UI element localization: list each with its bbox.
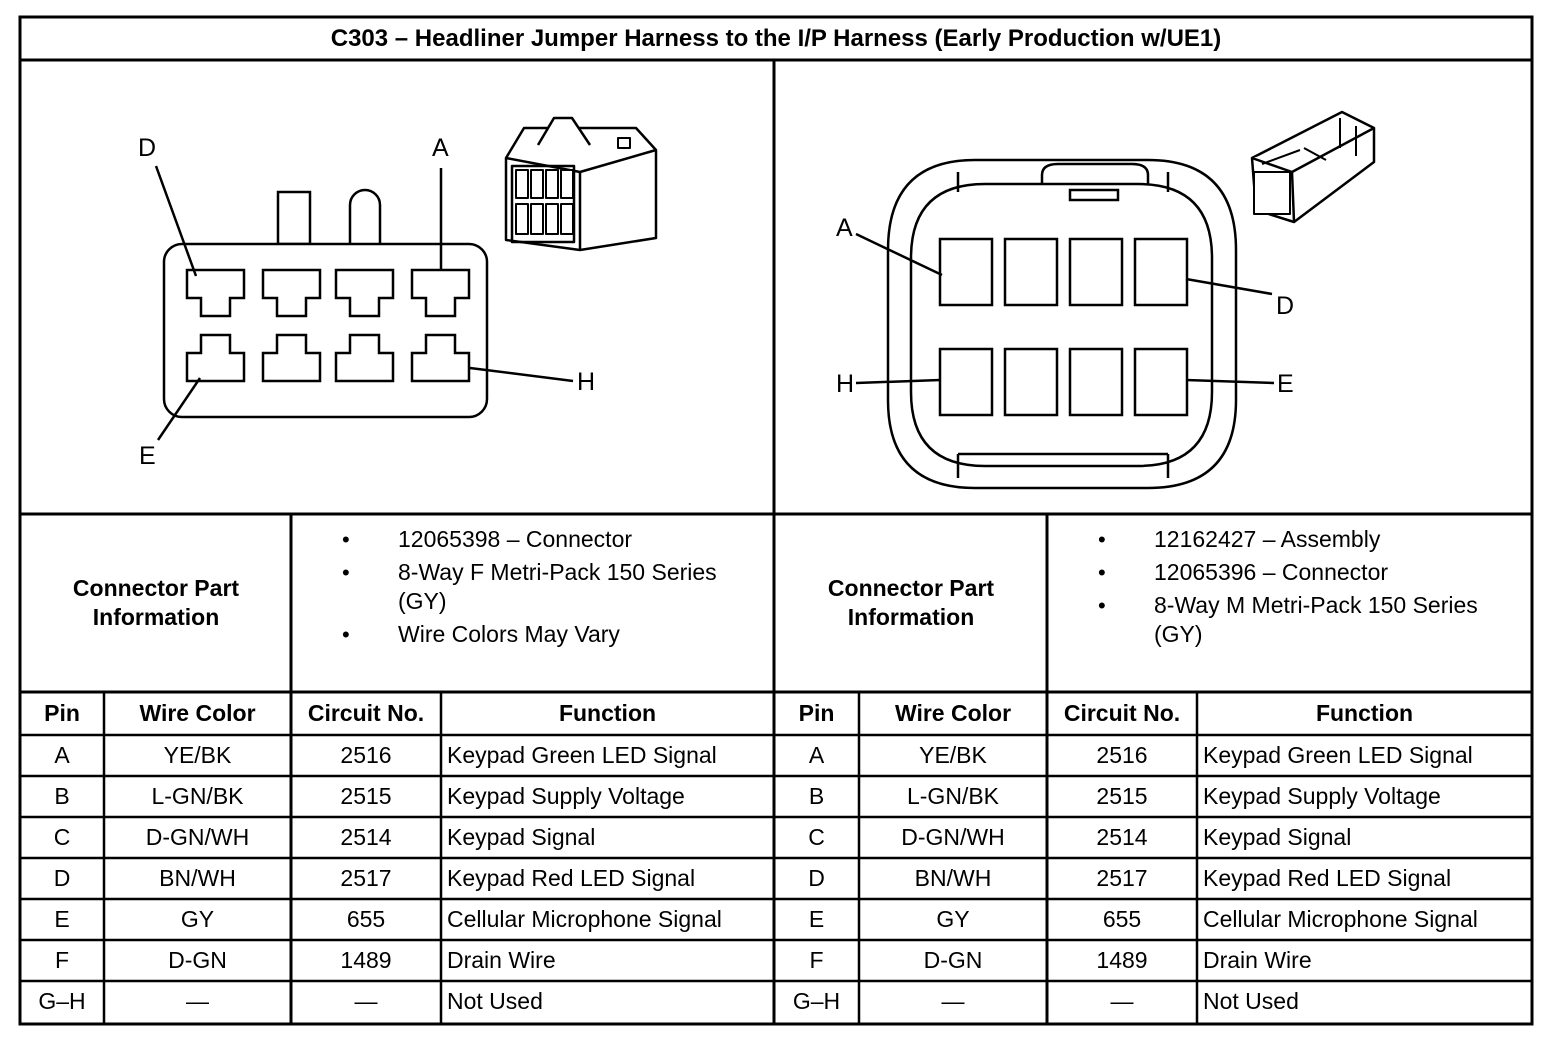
- right-pin-label-e: E: [1277, 370, 1294, 398]
- left-pin-label-d: D: [138, 134, 157, 162]
- right-header-circuit-no: Circuit No.: [1063, 700, 1181, 726]
- list-item: 8-Way M Metri-Pack 150 Series (GY): [1098, 591, 1518, 649]
- right-cell-wire-color: L-GN/BK: [906, 783, 1000, 809]
- right-cell-wire-color: —: [941, 988, 965, 1014]
- left-cell-circuit-no: 2515: [340, 783, 392, 809]
- list-item: 12162427 – Assembly: [1098, 525, 1518, 554]
- left-cell-function: Keypad Signal: [447, 824, 596, 850]
- list-item: 8-Way F Metri-Pack 150 Series (GY): [342, 558, 762, 616]
- left-cell-circuit-no: 655: [346, 906, 386, 932]
- left-cell-circuit-no: 1489: [340, 947, 392, 973]
- right-connector-3d: [1250, 110, 1376, 224]
- left-cell-circuit-no: 2514: [340, 824, 392, 850]
- right-cell-pin: G–H: [792, 988, 841, 1014]
- right-cell-function: Not Used: [1203, 988, 1299, 1014]
- left-cell-pin: E: [54, 906, 70, 932]
- right-cell-circuit-no: 2517: [1096, 865, 1148, 891]
- right-cell-function: Keypad Green LED Signal: [1203, 742, 1473, 768]
- right-header-wire-color: Wire Color: [894, 700, 1012, 726]
- left-cell-pin: C: [53, 824, 71, 850]
- left-cell-function: Drain Wire: [447, 947, 556, 973]
- left-top-cavities: [185, 268, 471, 318]
- page-title: C303 – Headliner Jumper Harness to the I…: [330, 25, 1222, 52]
- left-cell-wire-color: —: [186, 988, 209, 1014]
- left-cell-pin: G–H: [38, 988, 86, 1014]
- left-cell-wire-color: YE/BK: [163, 742, 232, 768]
- table-column-lines: [102, 692, 1199, 1024]
- left-header-pin: Pin: [44, 700, 80, 726]
- right-part-info-list: 12162427 – Assembly 12065396 – Connector…: [1098, 525, 1518, 649]
- list-item: 12065398 – Connector: [342, 525, 762, 554]
- left-pin-label-a: A: [432, 134, 449, 162]
- right-part-info-label: Connector Part Information: [827, 575, 995, 630]
- right-cell-circuit-no: —: [1110, 988, 1134, 1014]
- left-bottom-cavities: [185, 333, 471, 383]
- right-cell-wire-color: D-GN/WH: [901, 824, 1005, 850]
- right-cell-function: Cellular Microphone Signal: [1203, 906, 1478, 932]
- left-cell-wire-color: D-GN: [168, 947, 227, 973]
- right-cell-pin: F: [809, 947, 824, 973]
- right-cell-circuit-no: 2514: [1096, 824, 1148, 850]
- right-pin-label-d: D: [1276, 292, 1295, 320]
- list-item: Wire Colors May Vary: [342, 620, 762, 649]
- right-cell-pin: D: [808, 865, 825, 891]
- left-cell-circuit-no: 2516: [340, 742, 392, 768]
- table-row-lines: [20, 733, 1532, 983]
- right-cell-circuit-no: 655: [1102, 906, 1142, 932]
- right-cell-pin: B: [808, 783, 825, 809]
- left-cell-wire-color: BN/WH: [159, 865, 236, 891]
- left-part-info-list: 12065398 – Connector 8-Way F Metri-Pack …: [342, 525, 762, 649]
- right-cell-wire-color: D-GN: [923, 947, 983, 973]
- right-cell-pin: E: [808, 906, 825, 932]
- right-header-pin: Pin: [798, 700, 835, 726]
- left-cell-wire-color: GY: [180, 906, 215, 932]
- list-item: 12065396 – Connector: [1098, 558, 1518, 587]
- right-cell-pin: C: [808, 824, 825, 850]
- right-pin-label-a: A: [836, 214, 853, 242]
- right-header-function: Function: [1315, 700, 1414, 726]
- left-cell-pin: D: [53, 865, 71, 891]
- right-cell-circuit-no: 2516: [1096, 742, 1148, 768]
- left-pin-label-h: H: [577, 368, 596, 396]
- left-part-info-label: Connector Part Information: [72, 575, 240, 630]
- left-cell-function: Keypad Green LED Signal: [447, 742, 717, 768]
- right-cell-wire-color: YE/BK: [919, 742, 987, 768]
- left-cell-function: Not Used: [447, 988, 543, 1014]
- left-cell-circuit-no: —: [354, 988, 378, 1014]
- right-cell-circuit-no: 1489: [1096, 947, 1148, 973]
- right-cell-wire-color: BN/WH: [914, 865, 992, 891]
- right-pin-label-h: H: [836, 370, 855, 398]
- left-connector-3d: [504, 116, 658, 252]
- left-cell-function: Keypad Supply Voltage: [447, 783, 685, 809]
- left-cell-function: Cellular Microphone Signal: [447, 906, 722, 932]
- right-cell-pin: A: [808, 742, 825, 768]
- right-cell-circuit-no: 2515: [1096, 783, 1148, 809]
- left-connector-face: [154, 165, 574, 441]
- right-connector-face: [855, 158, 1275, 490]
- left-cell-pin: A: [54, 742, 70, 768]
- left-header-wire-color: Wire Color: [139, 700, 256, 726]
- right-cell-function: Keypad Red LED Signal: [1203, 865, 1452, 891]
- left-cell-circuit-no: 2517: [340, 865, 392, 891]
- left-cell-pin: B: [54, 783, 70, 809]
- right-cell-function: Drain Wire: [1203, 947, 1312, 973]
- left-cell-wire-color: D-GN/WH: [145, 824, 250, 850]
- left-cell-wire-color: L-GN/BK: [151, 783, 244, 809]
- right-cavities: [938, 237, 1189, 417]
- left-pin-label-e: E: [139, 442, 156, 470]
- outer-frame: [18, 15, 1534, 1026]
- right-cell-function: Keypad Supply Voltage: [1203, 783, 1441, 809]
- left-header-circuit-no: Circuit No.: [307, 700, 425, 726]
- right-cell-wire-color: GY: [936, 906, 970, 932]
- left-cell-pin: F: [54, 947, 70, 973]
- left-header-function: Function: [558, 700, 657, 726]
- left-cell-function: Keypad Red LED Signal: [447, 865, 696, 891]
- right-cell-function: Keypad Signal: [1203, 824, 1352, 850]
